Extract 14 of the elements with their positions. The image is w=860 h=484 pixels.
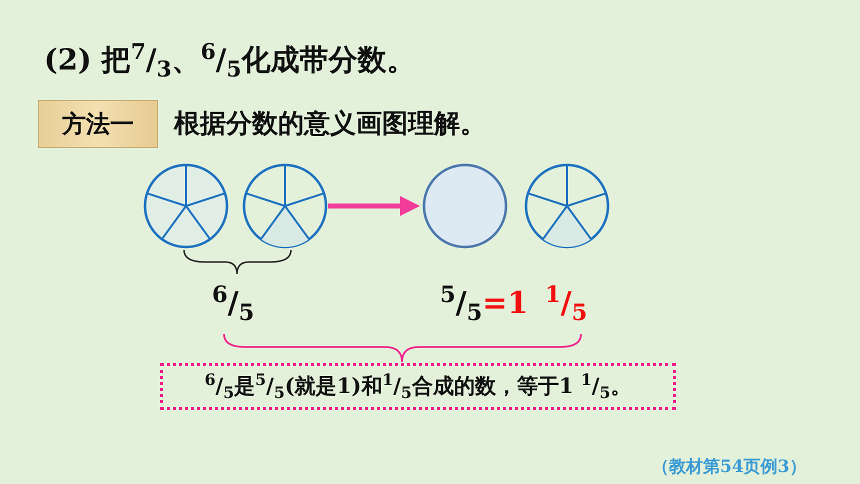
fraction-label: $^{6}$/$_{5}$ bbox=[212, 282, 254, 326]
instruction-text: 根据分数的意义画图理解。 bbox=[174, 108, 486, 141]
arrow bbox=[328, 196, 420, 216]
fraction-label: $^{5}$/$_{5}$=1 bbox=[440, 282, 528, 326]
source-note: （教材第54页例3） bbox=[652, 456, 806, 478]
note-box bbox=[160, 363, 676, 410]
method-label: 方法一 bbox=[38, 100, 158, 148]
fraction-circle-drawing bbox=[524, 164, 610, 248]
heading: (2) 把$^{7}$/$_{3}$、$^{6}$/$_{5}$化成带分数。 bbox=[44, 40, 416, 82]
fraction-circle-drawing bbox=[144, 164, 228, 248]
fraction-circle-drawing bbox=[242, 164, 328, 248]
note-text: $^{6}$/$_{5}$是$^{5}$/$_{5}$(就是1)和$^{1}$/$_{5}$合成的数，等于1 $^{1}$/$_{5}$。 bbox=[204, 370, 632, 403]
fraction-label: $^{1}$/$_{5}$ bbox=[545, 282, 588, 326]
whole-circle bbox=[422, 164, 508, 248]
